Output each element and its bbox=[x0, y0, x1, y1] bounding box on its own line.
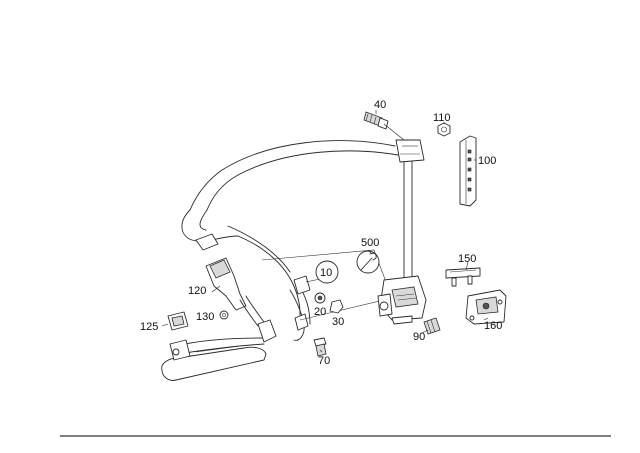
callout-10-circle bbox=[315, 260, 339, 284]
callout-160: 160 bbox=[484, 320, 502, 332]
callout-500: 500 bbox=[361, 237, 379, 249]
callout-10: 10 bbox=[320, 267, 332, 279]
callout-70: 70 bbox=[318, 355, 330, 367]
callout-125: 125 bbox=[140, 321, 158, 333]
bolt-90 bbox=[423, 317, 441, 335]
buckle-anchor-stalk bbox=[161, 319, 277, 381]
clip-125 bbox=[167, 311, 189, 331]
washer-130 bbox=[219, 310, 229, 320]
seat-belt-webbing bbox=[181, 140, 405, 331]
bolt-40 bbox=[363, 111, 389, 130]
reference-plane bbox=[261, 249, 393, 321]
buckle-120 bbox=[205, 257, 265, 327]
nut-30 bbox=[329, 299, 344, 314]
bolt-70 bbox=[313, 337, 327, 357]
callout-90: 90 bbox=[413, 331, 425, 343]
sensor-bracket-160 bbox=[465, 289, 507, 325]
retractor-500 bbox=[377, 275, 427, 325]
callout-120: 120 bbox=[188, 285, 206, 297]
callout-150: 150 bbox=[458, 253, 476, 265]
callout-20: 20 bbox=[314, 306, 326, 318]
nut-110 bbox=[437, 122, 451, 137]
belt-guide-rail bbox=[395, 139, 425, 283]
wrench-icon bbox=[356, 250, 380, 274]
callout-130: 130 bbox=[196, 311, 214, 323]
bracket-150 bbox=[445, 267, 481, 287]
callout-30: 30 bbox=[332, 316, 344, 328]
lap-belt-section bbox=[289, 275, 311, 341]
callout-100: 100 bbox=[478, 155, 496, 167]
callout-110: 110 bbox=[433, 112, 451, 124]
height-adjuster-100 bbox=[459, 135, 477, 207]
callout-40: 40 bbox=[374, 99, 386, 111]
clip-20 bbox=[314, 292, 326, 304]
